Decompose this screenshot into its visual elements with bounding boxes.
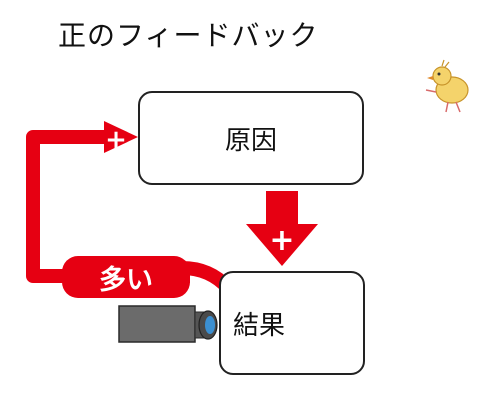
- diagram-title: 正のフィードバック: [58, 19, 319, 52]
- cause-box: 原因: [138, 91, 364, 185]
- arrow-plus-sign: +: [269, 223, 294, 258]
- many-label: 多い: [99, 264, 153, 296]
- result-box: 結果: [219, 271, 365, 375]
- loop-plus-sign: +: [105, 125, 127, 155]
- feedback-arrowhead: [104, 121, 138, 153]
- chick-icon: [425, 59, 469, 113]
- result-label: 結果: [233, 310, 286, 341]
- camera-icon: [118, 305, 218, 343]
- down-arrow: [246, 191, 318, 266]
- many-label-pill: [62, 256, 190, 298]
- cause-label: 原因: [224, 125, 277, 156]
